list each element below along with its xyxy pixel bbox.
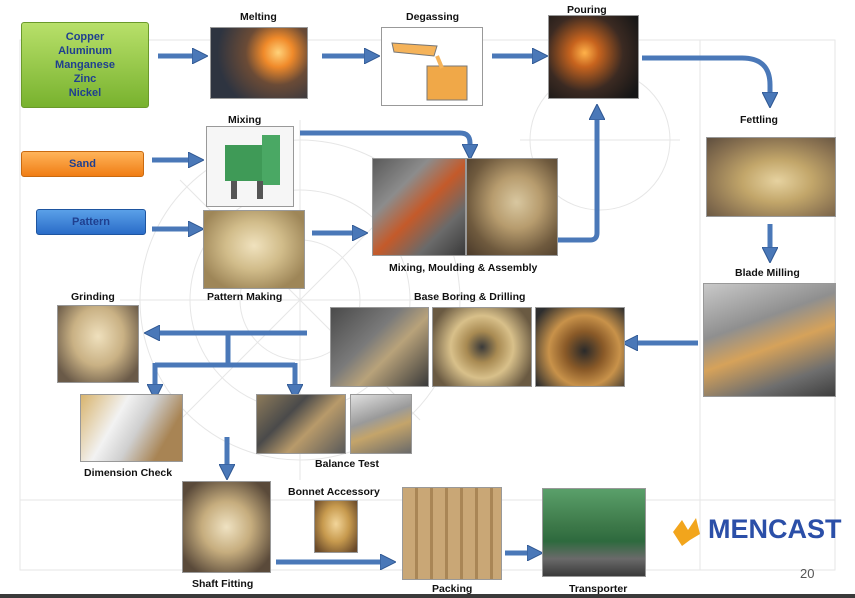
mencast-logo-text: MENCAST <box>708 514 842 544</box>
label-shaft-fitting: Shaft Fitting <box>192 578 254 590</box>
sand-input-box: Sand <box>21 151 144 177</box>
label-base-boring: Base Boring & Drilling <box>414 291 526 303</box>
label-grinding: Grinding <box>71 291 115 303</box>
label-transporter: Transporter <box>569 583 628 595</box>
label-fettling: Fettling <box>740 114 778 126</box>
degassing-illustration <box>381 27 483 106</box>
pattern-making-photo <box>203 210 305 289</box>
mencast-logo-icon <box>673 518 700 546</box>
label-mixing-moulding: Mixing, Moulding & Assembly <box>389 262 538 274</box>
transporter-photo <box>542 488 646 577</box>
grinding-photo <box>57 305 139 383</box>
metal-zinc: Zinc <box>73 73 97 85</box>
boring-photo-1 <box>330 307 429 387</box>
mixing-photo <box>206 126 294 207</box>
boring-photo-2 <box>432 307 532 387</box>
label-dimension-check: Dimension Check <box>84 467 173 479</box>
label-bonnet-accessory: Bonnet Accessory <box>288 486 380 498</box>
metal-manganese: Manganese <box>55 59 115 71</box>
label-packing: Packing <box>432 583 473 595</box>
label-mixing: Mixing <box>228 114 262 126</box>
metal-nickel: Nickel <box>68 87 102 99</box>
bonnet-accessory-photo <box>314 500 358 553</box>
shaft-fitting-photo <box>182 481 271 573</box>
moulding-photo-2 <box>466 158 558 256</box>
balance-test-photo-2 <box>350 394 412 454</box>
label-pouring: Pouring <box>567 4 607 16</box>
metal-copper: Copper <box>65 31 105 43</box>
moulding-photo-1 <box>372 158 466 256</box>
blade-milling-photo <box>703 283 836 397</box>
dimension-check-photo <box>80 394 183 462</box>
boring-photo-3 <box>535 307 625 387</box>
label-degassing: Degassing <box>406 11 460 23</box>
ladle-icon <box>391 42 468 101</box>
sand-mixer-icon <box>225 135 280 199</box>
metal-aluminum: Aluminum <box>58 45 112 57</box>
balance-test-photo-1 <box>256 394 346 454</box>
label-balance-test: Balance Test <box>315 458 379 470</box>
label-melting: Melting <box>240 11 277 23</box>
melting-photo <box>210 27 308 99</box>
pattern-input-box: Pattern <box>36 209 146 235</box>
fettling-photo <box>706 137 836 217</box>
metals-input-box: Copper Aluminum Manganese Zinc Nickel <box>21 22 149 108</box>
label-pattern-making: Pattern Making <box>207 291 283 303</box>
pouring-photo <box>548 15 639 99</box>
label-blade-milling: Blade Milling <box>735 267 800 279</box>
packing-photo <box>402 487 502 580</box>
page-number: 20 <box>800 566 815 581</box>
bottom-bar <box>0 594 855 598</box>
